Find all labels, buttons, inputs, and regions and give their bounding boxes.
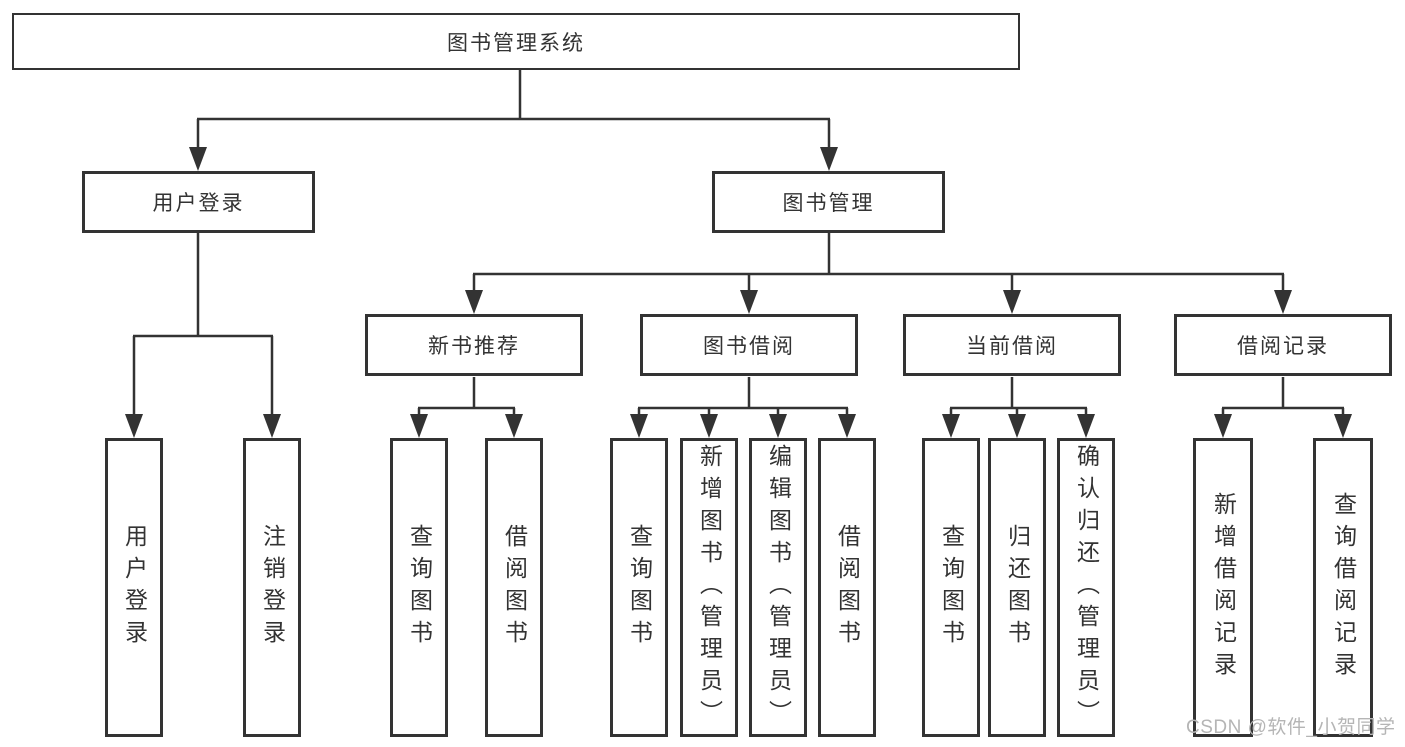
leaf-confirm-return-admin-label: 确认归还（管理员） bbox=[1073, 443, 1100, 732]
leaf-query-borrow-record-label: 查询借阅记录 bbox=[1330, 491, 1357, 684]
connector-root bbox=[189, 70, 838, 171]
leaf-logout: 注销登录 bbox=[243, 438, 301, 737]
leaf-query-books-borrow-label: 查询图书 bbox=[626, 523, 653, 652]
node-current-borrow: 当前借阅 bbox=[903, 314, 1121, 376]
node-new-book-recommend-label: 新书推荐 bbox=[428, 335, 520, 358]
leaf-query-books-current: 查询图书 bbox=[922, 438, 980, 737]
leaf-borrow-books-label: 借阅图书 bbox=[834, 523, 861, 652]
leaf-user-login: 用户登录 bbox=[105, 438, 163, 737]
leaf-query-books-borrow: 查询图书 bbox=[610, 438, 668, 737]
node-new-book-recommend: 新书推荐 bbox=[365, 314, 583, 376]
leaf-borrow-books-recommend: 借阅图书 bbox=[485, 438, 543, 737]
node-borrow-records-label: 借阅记录 bbox=[1237, 335, 1329, 358]
leaf-query-books-recommend: 查询图书 bbox=[390, 438, 448, 737]
connector-book-management bbox=[465, 233, 1292, 314]
connector-borrow-records bbox=[1214, 377, 1352, 438]
connector-user-login bbox=[125, 233, 281, 438]
leaf-add-book-admin-label: 新增图书（管理员） bbox=[696, 443, 723, 732]
leaf-add-borrow-record-label: 新增借阅记录 bbox=[1210, 491, 1237, 684]
leaf-return-books: 归还图书 bbox=[988, 438, 1046, 737]
node-user-login: 用户登录 bbox=[82, 171, 315, 233]
leaf-add-borrow-record: 新增借阅记录 bbox=[1193, 438, 1253, 737]
leaf-return-books-label: 归还图书 bbox=[1004, 523, 1031, 652]
node-book-management: 图书管理 bbox=[712, 171, 945, 233]
leaf-query-books-recommend-label: 查询图书 bbox=[406, 523, 433, 652]
leaf-logout-label: 注销登录 bbox=[259, 523, 286, 652]
connector-current-borrow bbox=[942, 377, 1095, 438]
node-system-root-label: 图书管理系统 bbox=[447, 31, 585, 55]
node-book-borrow: 图书借阅 bbox=[640, 314, 858, 376]
node-current-borrow-label: 当前借阅 bbox=[966, 335, 1058, 358]
connector-new-book-recommend bbox=[410, 377, 523, 438]
leaf-borrow-books-recommend-label: 借阅图书 bbox=[501, 523, 528, 652]
leaf-user-login-label: 用户登录 bbox=[121, 523, 148, 652]
leaf-edit-book-admin-label: 编辑图书（管理员） bbox=[765, 443, 792, 732]
leaf-query-books-current-label: 查询图书 bbox=[938, 523, 965, 652]
node-book-borrow-label: 图书借阅 bbox=[703, 335, 795, 358]
node-borrow-records: 借阅记录 bbox=[1174, 314, 1392, 376]
csdn-watermark: CSDN @软件_小贺同学 bbox=[1186, 717, 1396, 738]
leaf-add-book-admin: 新增图书（管理员） bbox=[680, 438, 738, 737]
leaf-confirm-return-admin: 确认归还（管理员） bbox=[1057, 438, 1115, 737]
node-system-root: 图书管理系统 bbox=[12, 13, 1020, 70]
connector-book-borrow bbox=[630, 377, 856, 438]
node-user-login-label: 用户登录 bbox=[152, 192, 245, 215]
node-book-management-label: 图书管理 bbox=[782, 192, 875, 215]
leaf-edit-book-admin: 编辑图书（管理员） bbox=[749, 438, 807, 737]
leaf-query-borrow-record: 查询借阅记录 bbox=[1313, 438, 1373, 737]
leaf-borrow-books: 借阅图书 bbox=[818, 438, 876, 737]
